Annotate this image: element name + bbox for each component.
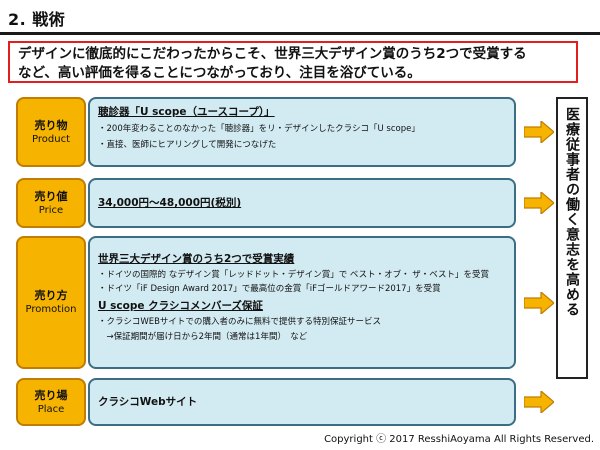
page-title: 2. 戦術 (8, 10, 66, 29)
content-place: クラシコWebサイト (88, 378, 516, 426)
label-place: 売り場 Place (16, 378, 86, 426)
label-price: 売り値 Price (16, 178, 86, 228)
price-value: 34,000円～48,000円(税別) (98, 197, 242, 209)
label-promotion: 売り方 Promotion (16, 236, 86, 369)
goal-text: 医療従事者の働く意志を高める (564, 107, 580, 317)
product-title: 聴診器「U scope（ユースコープ）」 (98, 106, 275, 118)
goal-box: 医療従事者の働く意志を高める (556, 97, 588, 379)
label-price-jp: 売り値 (34, 189, 68, 203)
label-place-jp: 売り場 (34, 388, 68, 402)
label-product: 売り物 Product (16, 97, 86, 167)
arrow-right-icon (524, 292, 554, 314)
label-price-en: Price (38, 204, 64, 216)
content-product: 聴診器「U scope（ユースコープ）」 ・200年変わることのなかった「聴診器… (88, 97, 516, 167)
copyright: Copyright ⓒ 2017 ResshiAoyama All Rights… (324, 434, 594, 445)
arrow-right-icon (524, 121, 554, 143)
headline-box: デザインに徹底的にこだわったからこそ、世界三大デザイン賞のうち2つで受賞する な… (8, 41, 578, 83)
content-price: 34,000円～48,000円(税別) (88, 178, 516, 228)
promotion-title: 世界三大デザイン賞のうち2つで受賞実績 (98, 253, 295, 265)
product-line-2: ・直接、医師にヒアリングして開発につなげた (98, 140, 277, 150)
content-promotion: 世界三大デザイン賞のうち2つで受賞実績 ・ドイツの国際的 なデザイン賞「レッドド… (88, 236, 516, 369)
promotion-title-2: U scope クラシコメンバーズ保証 (98, 300, 263, 312)
place-value: クラシコWebサイト (98, 396, 198, 408)
promotion-line-2: ・ドイツ「iF Design Award 2017」で最高位の金賞「iFゴールド… (98, 284, 441, 294)
label-product-jp: 売り物 (34, 118, 68, 132)
label-promotion-en: Promotion (25, 304, 77, 315)
promotion-line-3: ・クラシコWEBサイトでの購入者のみに無料で提供する特別保証サービス (98, 317, 381, 327)
promotion-line-4: →保証期間が届け日から2年間（通常は1年間） など (98, 332, 308, 342)
arrow-right-icon (524, 391, 554, 413)
title-divider (0, 32, 600, 35)
label-promotion-jp: 売り方 (34, 289, 68, 302)
label-product-en: Product (32, 133, 70, 145)
headline-line-1: デザインに徹底的にこだわったからこそ、世界三大デザイン賞のうち2つで受賞する (18, 46, 527, 62)
headline-line-2: など、高い評価を得ることにつながっており、注目を浴びている。 (18, 65, 421, 81)
promotion-line-1: ・ドイツの国際的 なデザイン賞「レッドドット・デザイン賞」で ベスト・オブ・ ザ… (98, 270, 489, 280)
arrow-right-icon (524, 192, 554, 214)
product-line-1: ・200年変わることのなかった「聴診器」をリ・デザインしたクラシコ「U scop… (98, 124, 420, 134)
label-place-en: Place (37, 403, 65, 415)
